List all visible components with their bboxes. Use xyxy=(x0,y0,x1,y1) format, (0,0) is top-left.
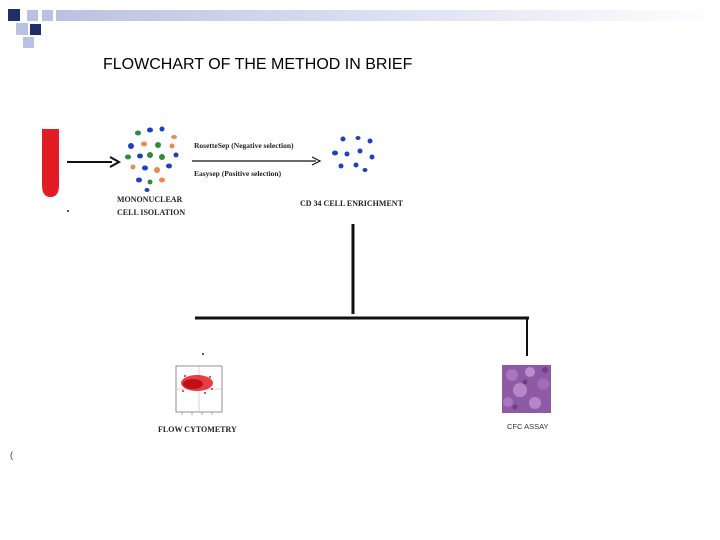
page-title: FLOWCHART OF THE METHOD IN BRIEF xyxy=(103,56,413,73)
label-mononuclear: MONONUCLEAR xyxy=(117,195,183,204)
stray-mark: ( xyxy=(10,450,13,460)
header-square-light xyxy=(23,37,34,48)
header-square-dark xyxy=(30,24,41,35)
label-cd34-enrichment: CD 34 CELL ENRICHMENT xyxy=(300,199,404,208)
label-easysep: Easysep (Positive selection) xyxy=(194,169,282,178)
label-cell-isolation: CELL ISOLATION xyxy=(117,208,185,217)
label-rosettesep: RosetteSep (Negative selection) xyxy=(194,141,294,150)
header-square-light xyxy=(42,10,53,21)
mononuclear-cell-cluster xyxy=(125,126,179,192)
dot-mark xyxy=(67,210,69,212)
arrowhead xyxy=(311,156,322,166)
label-cfc-assay: CFC ASSAY xyxy=(507,422,549,431)
label-flow-cytometry: FLOW CYTOMETRY xyxy=(158,425,237,434)
header-gradient-bar xyxy=(56,10,720,21)
header-decoration xyxy=(8,9,720,48)
header-square-dark xyxy=(8,9,20,21)
flow-cytometry-plot xyxy=(175,365,223,415)
cd34-cell-cluster xyxy=(332,136,375,172)
header-square-light xyxy=(16,23,28,35)
arrowhead xyxy=(109,156,122,168)
header-square-light xyxy=(27,10,38,21)
dot-mark xyxy=(202,353,204,355)
blood-tube xyxy=(42,129,59,197)
cfc-assay-image xyxy=(502,365,551,413)
